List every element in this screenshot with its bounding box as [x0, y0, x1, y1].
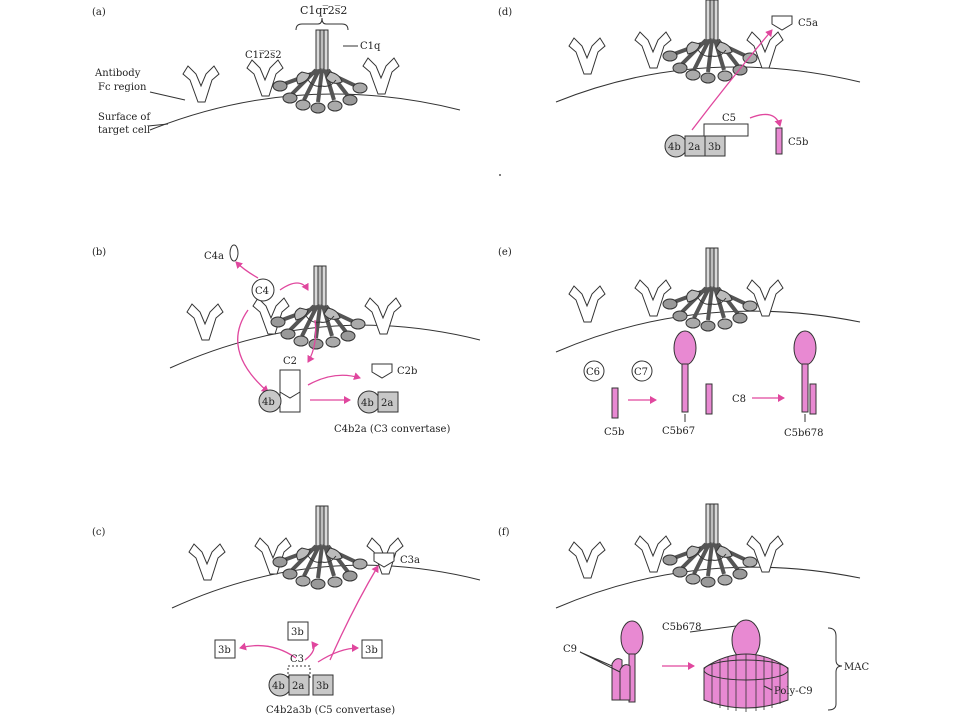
membrane-b [169, 324, 481, 369]
panel-label-d: (d) [498, 7, 512, 18]
c3a-label: C3a [400, 555, 420, 566]
c4b-label: 4b [262, 397, 275, 408]
f-c5b678-label: C5b678 [662, 622, 702, 633]
c3b-right-box [361, 639, 383, 659]
surface-label: Surface of [98, 112, 151, 123]
membrane-a [149, 93, 461, 131]
panel-label-b: (b) [92, 247, 106, 258]
c2a-box [377, 391, 399, 413]
c4b-circle [258, 389, 282, 413]
c1r2s2-label: C1r̅2s̅2 [245, 50, 282, 61]
c2b-shape [371, 363, 393, 379]
c2-box [279, 369, 301, 413]
c5conv-c2a-label: 2a [292, 681, 304, 692]
membrane-c [171, 564, 481, 609]
d-c2a-label: 2a [688, 142, 700, 153]
target-cell-label: target cell [98, 125, 150, 136]
panel-label-a: (a) [92, 7, 106, 18]
c5conv-c3b-box [312, 674, 334, 696]
panel-d: (d) C5a C5 4b 2a 3b C5b [498, 0, 861, 158]
c3b-top-box [287, 621, 309, 641]
c5-convertase-caption: C4b2a3b (C5 convertase) [266, 705, 395, 716]
c5conv-c3b-label: 3b [316, 681, 329, 692]
antibody-label: Antibody [94, 68, 141, 79]
c2-label: C2 [283, 356, 297, 367]
panel-c: (c) C3a 3b 3b 3b C3 4b 2a 3b C4b2a3b (C5… [92, 504, 481, 716]
c3b-top-label: 3b [291, 627, 304, 638]
c5b678-label: C5b678 [784, 428, 824, 439]
e-c5b-label: C5b [604, 427, 624, 438]
d-c3b-label: 3b [708, 142, 721, 153]
c3b-left-box [214, 639, 236, 659]
c3b-right-label: 3b [365, 645, 378, 656]
c3-convertase-caption: C4b2a (C3 convertase) [334, 424, 450, 435]
membrane-e [555, 310, 861, 353]
c4a-label: C4a [204, 251, 224, 262]
c4-circle [251, 278, 275, 302]
mac-label: MAC [844, 662, 869, 673]
panel-label-e: (e) [498, 247, 512, 258]
fc-region-label: Fc region [98, 82, 147, 93]
panel-b: (b) C4a C4 C2 4b C2b 4b 2a C4b2a (C3 con… [92, 244, 481, 435]
c4a-shape [229, 244, 239, 262]
c5b67-shape [673, 330, 697, 413]
c2a-label: 2a [381, 398, 393, 409]
panel-a: (a) C1qr̅2s̅2 C1r̅2s̅2 C1q Antibody Fc r… [92, 4, 461, 136]
c7-circle [631, 360, 653, 382]
c2b-label: C2b [397, 366, 417, 377]
d-c3b-box [704, 135, 726, 157]
c6-label: C6 [586, 367, 600, 378]
poly-c9-pore [703, 619, 789, 712]
c9-label: C9 [563, 644, 577, 655]
panel-e: (e) C6 C7 C5b C5b67 C8 C5b678 [498, 246, 861, 439]
c1-complex-label: C1qr̅2s̅2 [300, 4, 347, 17]
c3b-left-label: 3b [218, 645, 231, 656]
poly-c9-label: Poly-C9 [774, 686, 813, 697]
c5-label: C5 [722, 113, 736, 124]
c7-label: C7 [634, 367, 648, 378]
c5a-label: C5a [798, 18, 818, 29]
c5a-shape [771, 15, 793, 31]
c8-shape [705, 383, 713, 415]
c6-circle [583, 360, 605, 382]
e-c5b-shape [611, 387, 619, 419]
c5conv-c2a-box [288, 674, 310, 696]
c5b67-label: C5b67 [662, 426, 695, 437]
panel-label-f: (f) [498, 527, 510, 538]
c4b-result-label: 4b [361, 398, 374, 409]
panel-f: (f) C9 C5b678 Poly-C9 MAC [498, 502, 869, 712]
membrane-f [555, 566, 861, 609]
c3-label: C3 [290, 654, 304, 665]
c8-label: C8 [732, 394, 746, 405]
c5b-label: C5b [788, 137, 808, 148]
c5b-shape [775, 127, 783, 155]
d-c4b-label: 4b [668, 142, 681, 153]
panel-label-c: (c) [92, 527, 106, 538]
c4-label: C4 [255, 286, 269, 297]
membrane-d [555, 66, 861, 103]
c3a-shape [373, 552, 395, 568]
c1q-label: C1q [360, 41, 381, 52]
c5conv-c4b-label: 4b [272, 681, 285, 692]
